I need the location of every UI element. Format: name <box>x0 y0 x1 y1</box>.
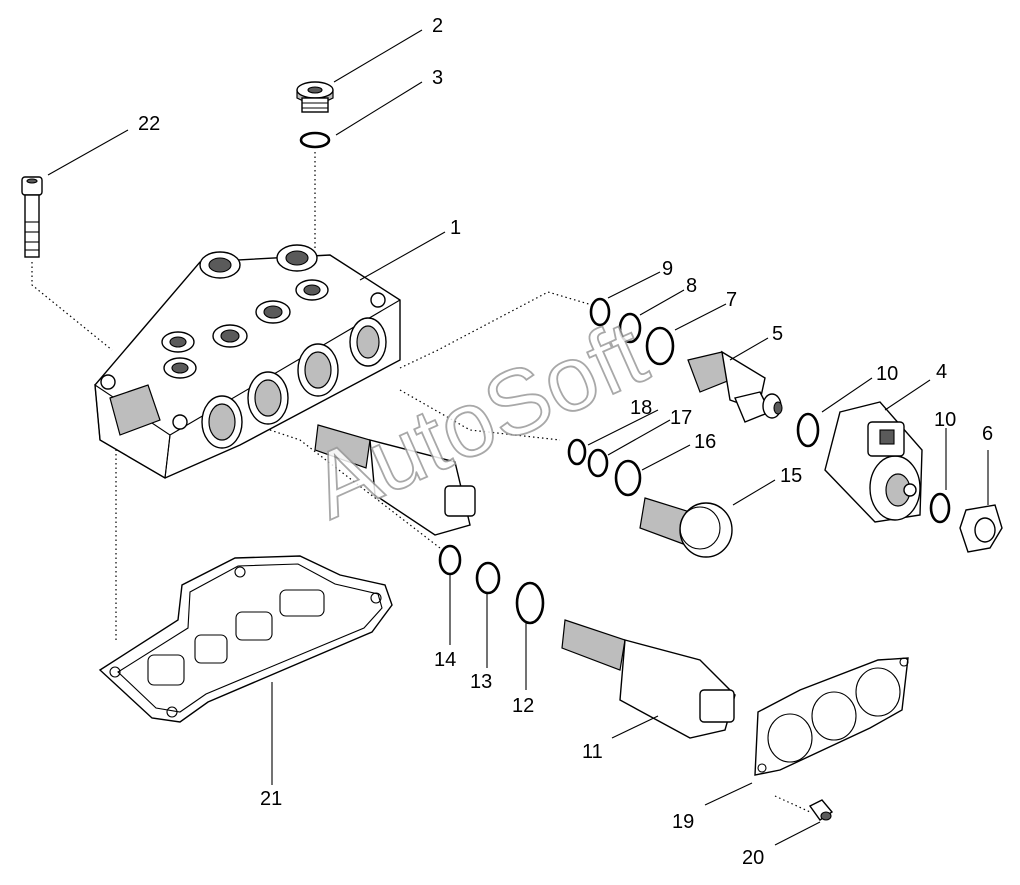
callout-17: 17 <box>670 407 692 429</box>
part-1-valve-body <box>94 244 401 479</box>
part-10-o-ring-b <box>929 492 951 524</box>
part-22-cap-screw <box>21 176 43 258</box>
callout-20: 20 <box>742 847 764 869</box>
part-15-piston <box>639 497 733 558</box>
part-19-gasket <box>754 657 909 776</box>
part-9-o-ring <box>589 297 611 327</box>
callout-10-b: 10 <box>934 409 956 431</box>
callout-19: 19 <box>672 811 694 833</box>
part-3-o-ring <box>299 131 331 149</box>
callout-4: 4 <box>936 361 947 383</box>
callout-6: 6 <box>982 423 993 445</box>
part-7-o-ring <box>645 326 675 366</box>
part-21-gasket <box>98 555 393 723</box>
part-5-cartridge-valve <box>687 350 783 423</box>
callout-15: 15 <box>780 465 802 487</box>
part-16-o-ring <box>614 459 642 497</box>
callout-22: 22 <box>138 113 160 135</box>
assembly-guide-lines <box>31 152 811 813</box>
part-8-o-ring <box>618 312 642 344</box>
callout-14: 14 <box>434 649 456 671</box>
part-17-o-ring <box>587 448 609 478</box>
callout-11: 11 <box>582 741 603 763</box>
part-14-o-ring <box>438 544 462 576</box>
part-18-o-ring <box>567 438 587 466</box>
callout-18: 18 <box>630 397 652 419</box>
callout-1: 1 <box>450 217 461 239</box>
part-13-o-ring <box>475 561 501 595</box>
part-11-solenoid-valve <box>561 619 736 739</box>
part-10-o-ring-a <box>796 412 820 448</box>
part-6-nut <box>959 504 1003 553</box>
callout-16: 16 <box>694 431 716 453</box>
callout-labels: 2 3 22 1 9 8 7 5 10 4 10 6 18 17 16 15 1… <box>138 15 993 869</box>
callout-10-a: 10 <box>876 363 898 385</box>
part-4-solenoid-coil <box>824 401 923 523</box>
proportional-valve-upper <box>314 424 476 536</box>
callout-5: 5 <box>772 323 783 345</box>
part-2-plug <box>296 81 334 113</box>
callout-2: 2 <box>432 15 443 37</box>
callout-21: 21 <box>260 788 282 810</box>
callout-9: 9 <box>662 258 673 280</box>
leader-lines <box>47 29 989 846</box>
part-12-o-ring <box>515 581 545 625</box>
callout-8: 8 <box>686 275 697 297</box>
callout-13: 13 <box>470 671 492 693</box>
part-20-screw <box>808 799 834 821</box>
callout-12: 12 <box>512 695 534 717</box>
callout-3: 3 <box>432 67 443 89</box>
callout-7: 7 <box>726 289 737 311</box>
